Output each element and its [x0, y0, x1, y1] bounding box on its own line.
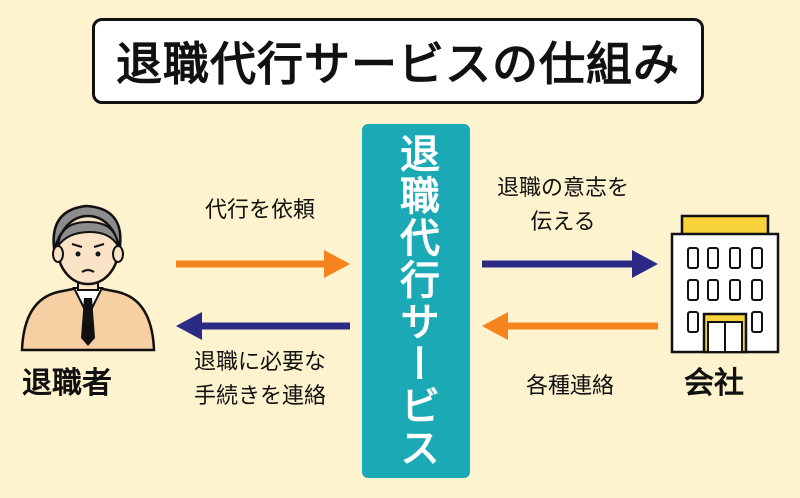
various-contact-label: 各種連絡 — [525, 374, 614, 399]
arrow-return — [176, 312, 350, 340]
company-label: 会社 — [684, 366, 744, 401]
arrow-request — [176, 250, 350, 278]
convey-intent-label: 退職の意志を 伝える — [496, 176, 629, 235]
person-icon — [20, 204, 156, 352]
request-label: 代行を依頼 — [204, 198, 315, 223]
building-icon — [670, 214, 780, 354]
arrow-contact — [482, 312, 658, 340]
title-box: 退職代行サービスの仕組み — [92, 18, 704, 104]
page-title: 退職代行サービスの仕組み — [116, 37, 680, 91]
arrow-convey — [482, 250, 658, 278]
retirement-agency-box: 退職代行サービス — [362, 124, 470, 478]
retirement-agency-label: 退職代行サービス — [393, 133, 439, 469]
retiree-label: 退職者 — [22, 366, 112, 401]
return-procedures-label: 退職に必要な 手続きを連絡 — [193, 350, 326, 409]
